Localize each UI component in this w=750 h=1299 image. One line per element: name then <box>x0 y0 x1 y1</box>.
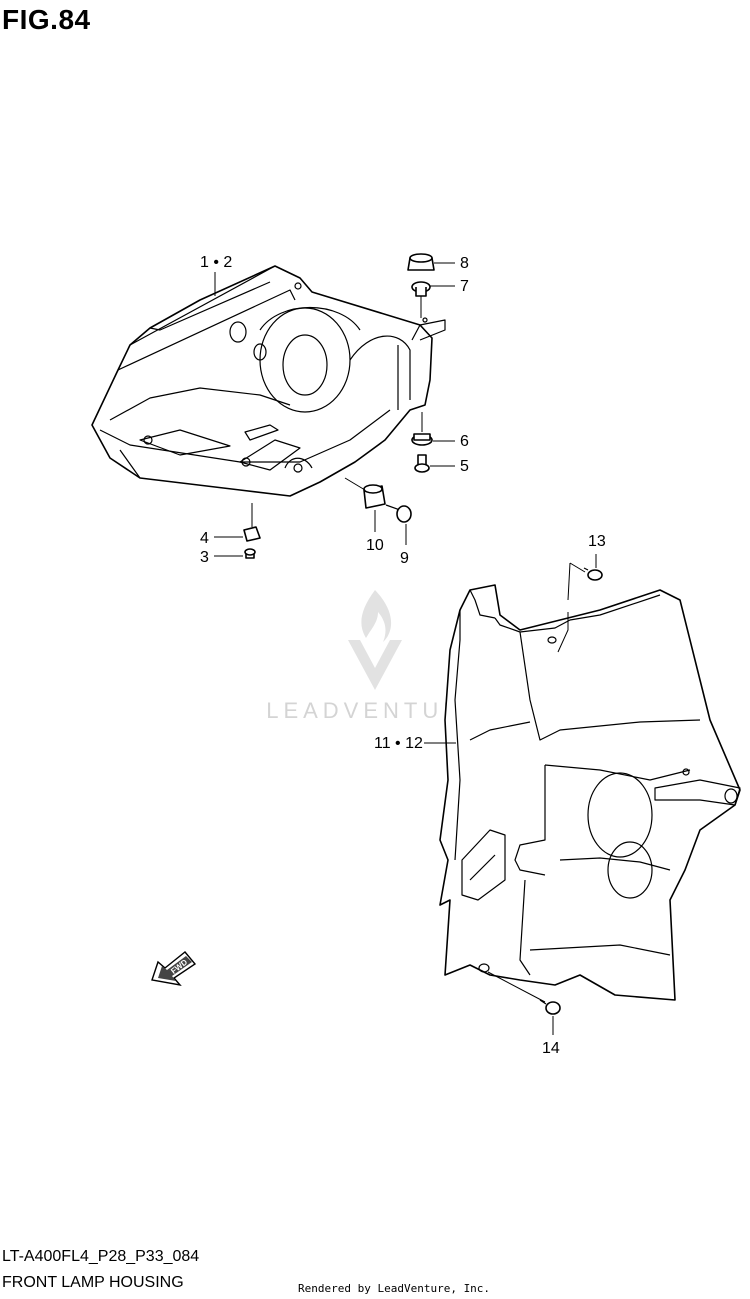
screw-part-3[interactable] <box>244 548 256 559</box>
leader-10-up <box>344 477 366 491</box>
fwd-arrow-icon: FWD <box>151 951 197 987</box>
watermark-text: LEADVENTURE <box>266 698 484 723</box>
rendered-by-credit: Rendered by LeadVenture, Inc. <box>298 1282 491 1295</box>
clip-part-14[interactable] <box>539 999 561 1015</box>
figure-title: FIG.84 <box>2 4 91 35</box>
model-code: LT-A400FL4_P28_P33_084 <box>2 1248 200 1265</box>
leader-14-link <box>487 971 546 1003</box>
callout-11-12: 11 • 12 <box>374 735 423 752</box>
collar-part-6[interactable] <box>411 433 433 446</box>
callout-8: 8 <box>460 255 469 272</box>
bolt-part-5[interactable] <box>414 454 430 473</box>
leader-13-panel <box>557 562 571 653</box>
clip-part-4[interactable] <box>243 526 261 542</box>
leadventure-watermark: LEADVENTURE <box>266 590 484 723</box>
callout-3: 3 <box>200 549 209 566</box>
callout-6: 6 <box>460 433 469 450</box>
callout-7: 7 <box>460 278 469 295</box>
cushion-part-10[interactable] <box>363 484 386 509</box>
leader-13-link <box>569 562 586 573</box>
lamp-housing-part[interactable] <box>91 265 446 497</box>
diagram-name: FRONT LAMP HOUSING <box>2 1274 184 1291</box>
callout-1-2: 1 • 2 <box>200 254 232 271</box>
collar-part-7[interactable] <box>411 281 431 297</box>
inner-cover-part[interactable] <box>439 584 741 1001</box>
callout-5: 5 <box>460 458 469 475</box>
callout-9: 9 <box>400 550 409 567</box>
grommet-part-8[interactable] <box>407 253 435 271</box>
screw-part-9[interactable] <box>385 504 412 523</box>
callout-13: 13 <box>588 533 606 550</box>
callout-14: 14 <box>542 1040 560 1057</box>
callout-10: 10 <box>366 537 384 554</box>
callout-4: 4 <box>200 530 209 547</box>
clip-part-13[interactable] <box>583 567 603 581</box>
